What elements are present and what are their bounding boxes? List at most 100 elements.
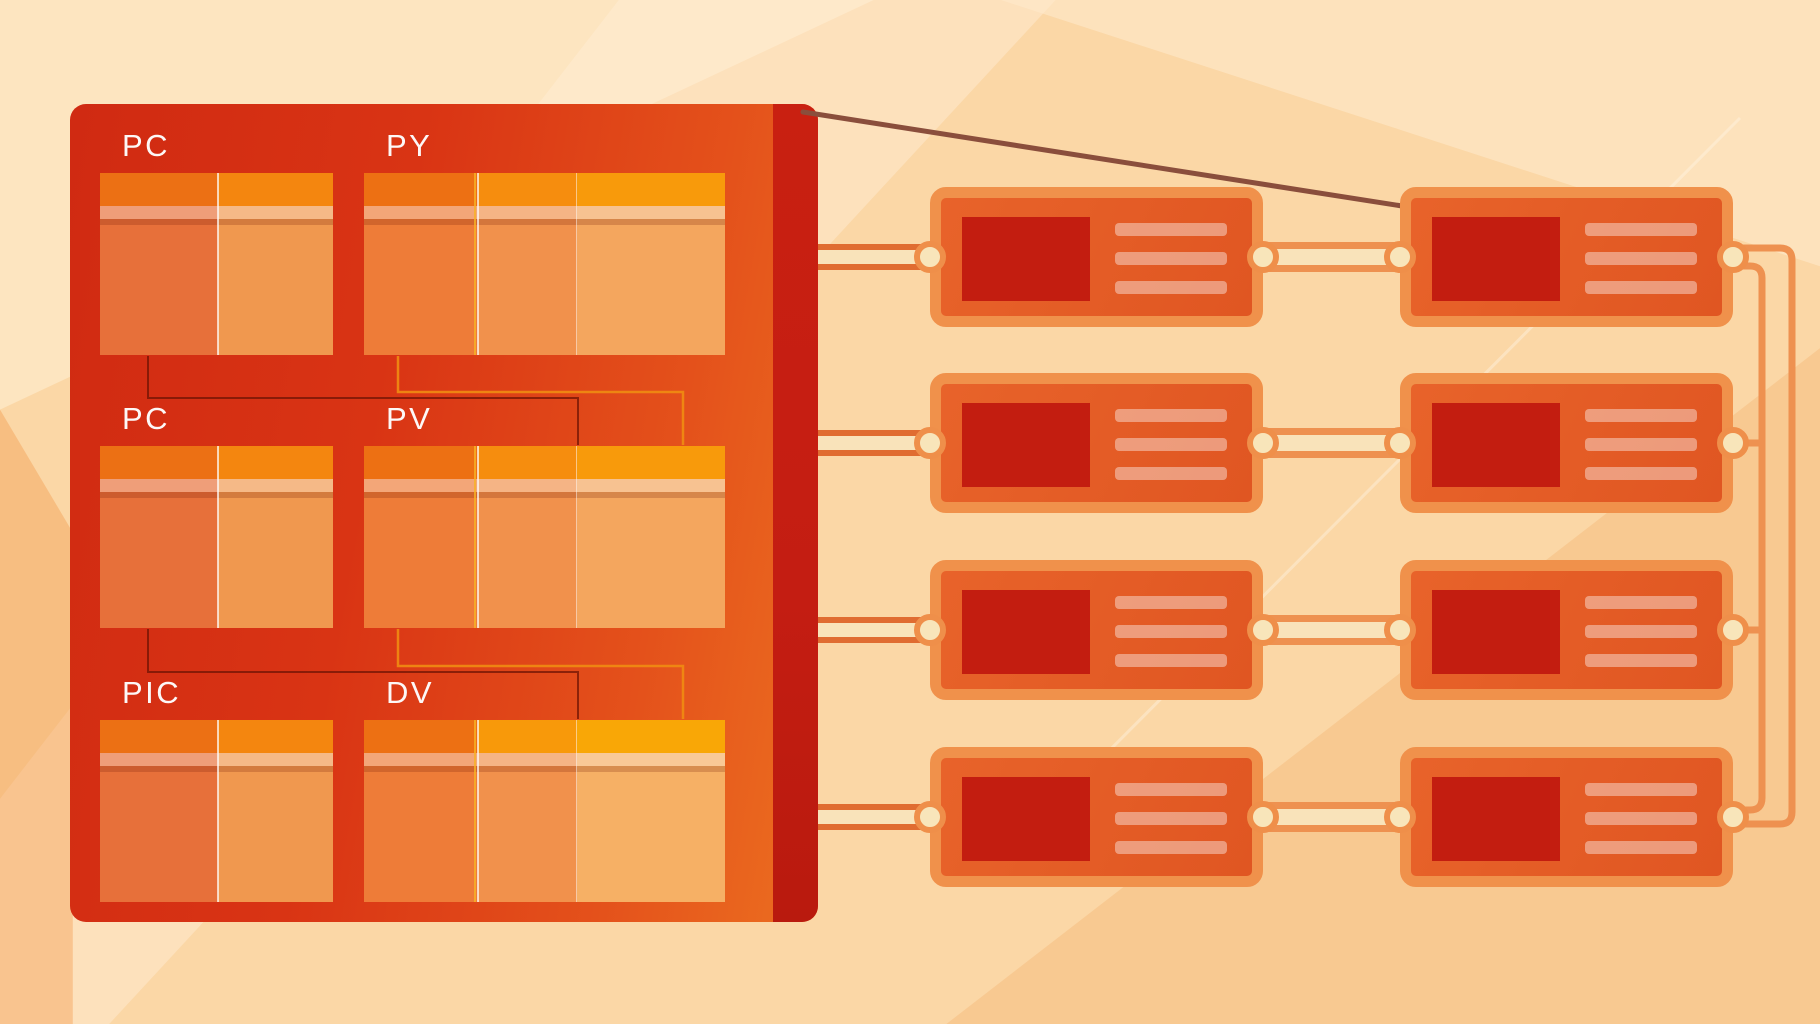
document-window xyxy=(364,173,725,355)
text-line xyxy=(1115,783,1227,796)
text-line xyxy=(1585,783,1697,796)
card-thumbnail xyxy=(1432,590,1560,674)
window-body xyxy=(364,479,725,628)
text-line xyxy=(1115,281,1227,294)
window-stripe xyxy=(100,766,333,772)
window-stripe xyxy=(100,753,333,766)
text-line xyxy=(1115,252,1227,265)
bus-outer-line xyxy=(1733,244,1796,828)
document-window xyxy=(364,720,725,902)
folder-spine xyxy=(773,104,818,922)
service-card xyxy=(930,373,1263,513)
card-thumbnail xyxy=(1432,217,1560,301)
text-line xyxy=(1115,812,1227,825)
connector-panel-row2 xyxy=(818,430,930,456)
text-line xyxy=(1585,812,1697,825)
window-header xyxy=(100,173,333,206)
window-stripe xyxy=(100,479,333,492)
section-label: PY xyxy=(386,128,433,163)
window-stripe xyxy=(364,479,725,492)
window-stripe xyxy=(364,219,725,225)
connector-cols-row1 xyxy=(1263,242,1400,272)
page-divider xyxy=(576,173,577,355)
text-line xyxy=(1585,409,1697,422)
text-line xyxy=(1115,467,1227,480)
page-divider xyxy=(576,446,577,628)
text-line xyxy=(1585,841,1697,854)
window-stripe xyxy=(100,219,333,225)
window-header xyxy=(364,720,725,753)
page-divider xyxy=(217,173,219,355)
window-header xyxy=(364,446,725,479)
node-circle xyxy=(1384,241,1416,273)
node-circle xyxy=(1384,801,1416,833)
window-header xyxy=(100,446,333,479)
window-body xyxy=(100,206,333,355)
text-line xyxy=(1115,223,1227,236)
service-card xyxy=(1400,187,1733,327)
node-circle xyxy=(914,614,946,646)
window-stripe xyxy=(100,492,333,498)
card-thumbnail xyxy=(1432,777,1560,861)
window-header xyxy=(364,173,725,206)
node-circle xyxy=(914,241,946,273)
card-thumbnail xyxy=(962,590,1090,674)
text-line xyxy=(1585,438,1697,451)
window-body xyxy=(364,753,725,902)
node-circle xyxy=(1717,801,1749,833)
window-stripe xyxy=(364,206,725,219)
page-divider xyxy=(477,446,479,628)
card-thumbnail xyxy=(1432,403,1560,487)
card-thumbnail xyxy=(962,217,1090,301)
window-stripe xyxy=(364,753,725,766)
node-circle xyxy=(1247,241,1279,273)
window-body xyxy=(100,479,333,628)
node-circle xyxy=(914,801,946,833)
section-label: PV xyxy=(386,401,433,436)
node-circle xyxy=(1384,614,1416,646)
text-line xyxy=(1585,252,1697,265)
service-card xyxy=(1400,747,1733,887)
connector-panel-row1 xyxy=(818,244,930,270)
service-card xyxy=(930,747,1263,887)
page-divider xyxy=(477,173,479,355)
node-circle xyxy=(1247,614,1279,646)
node-circle xyxy=(914,427,946,459)
service-card xyxy=(930,187,1263,327)
text-line xyxy=(1585,625,1697,638)
connector-panel-row4 xyxy=(818,804,930,830)
document-window xyxy=(100,720,333,902)
service-card xyxy=(930,560,1263,700)
text-line xyxy=(1115,409,1227,422)
window-stripe xyxy=(364,766,725,772)
window-header xyxy=(100,720,333,753)
connector-cols-row4 xyxy=(1263,802,1400,832)
window-stripe xyxy=(100,206,333,219)
section-label: DV xyxy=(386,675,435,710)
page-divider xyxy=(477,720,479,902)
text-line xyxy=(1585,223,1697,236)
document-window xyxy=(100,173,333,355)
node-circle xyxy=(1247,427,1279,459)
connector-cols-row3 xyxy=(1263,615,1400,645)
card-thumbnail xyxy=(962,777,1090,861)
page-divider xyxy=(217,720,219,902)
text-line xyxy=(1115,654,1227,667)
text-line xyxy=(1585,654,1697,667)
node-circle xyxy=(1717,614,1749,646)
text-line xyxy=(1585,596,1697,609)
connector-cols-row2 xyxy=(1263,428,1400,458)
page-divider xyxy=(217,446,219,628)
section-label: PC xyxy=(122,128,171,163)
text-line xyxy=(1115,841,1227,854)
bus-inner-line xyxy=(1733,262,1766,814)
document-window xyxy=(100,446,333,628)
text-line xyxy=(1585,281,1697,294)
text-line xyxy=(1585,467,1697,480)
document-window xyxy=(364,446,725,628)
node-circle xyxy=(1717,427,1749,459)
page-divider xyxy=(576,720,577,902)
section-label: PIC xyxy=(122,675,182,710)
service-card xyxy=(1400,560,1733,700)
